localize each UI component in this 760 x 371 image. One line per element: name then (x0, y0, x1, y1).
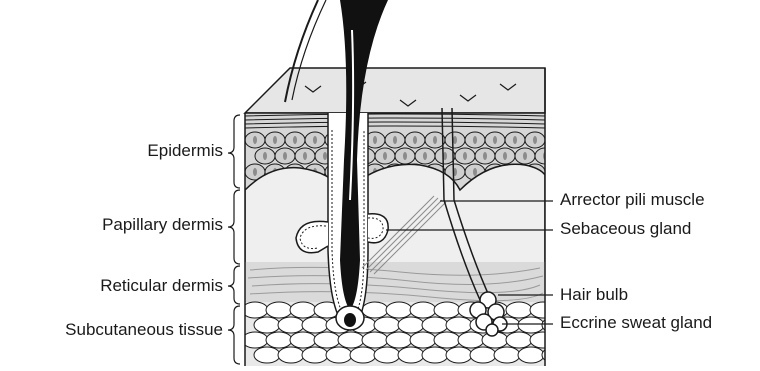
label-epidermis: Epidermis (147, 141, 223, 161)
fat-cell (422, 317, 448, 333)
fat-cell (494, 347, 520, 363)
cell-nucleus (533, 136, 537, 144)
fat-cell (278, 317, 304, 333)
fat-cell (302, 347, 328, 363)
fat-cell (254, 317, 280, 333)
fat-cell (290, 302, 316, 318)
cell-nucleus (473, 136, 477, 144)
cell-nucleus (513, 136, 517, 144)
fat-cell (446, 347, 472, 363)
fat-cell (398, 317, 424, 333)
cell-nucleus (273, 136, 277, 144)
label-papillary-dermis: Papillary dermis (102, 215, 223, 235)
fat-cell (446, 317, 472, 333)
cell-nucleus (303, 152, 307, 160)
layer-brackets (228, 115, 240, 364)
fat-cell (542, 347, 568, 363)
cell-nucleus (473, 168, 477, 176)
label-subcutaneous-tissue: Subcutaneous tissue (65, 320, 223, 340)
fat-cell (410, 332, 436, 348)
label-eccrine-sweat-gland: Eccrine sweat gland (560, 313, 712, 333)
fat-cell (350, 347, 376, 363)
label-reticular-dermis: Reticular dermis (100, 276, 223, 296)
fat-cell (266, 302, 292, 318)
bracket-epidermis (228, 115, 240, 188)
bracket-papillary (228, 190, 240, 264)
fat-cell (242, 302, 268, 318)
fat-cell (458, 332, 484, 348)
fat-cell (338, 332, 364, 348)
cell-nucleus (393, 136, 397, 144)
cell-nucleus (483, 152, 487, 160)
fat-cell (386, 302, 412, 318)
cell-nucleus (453, 136, 457, 144)
fat-cell (302, 317, 328, 333)
fat-cell (266, 332, 292, 348)
label-sebaceous-gland: Sebaceous gland (560, 219, 691, 239)
papillary-dermis-layer (245, 164, 545, 270)
fat-cell (422, 347, 448, 363)
fat-cell (374, 317, 400, 333)
fat-cell (314, 332, 340, 348)
cell-nucleus (323, 152, 327, 160)
cell-nucleus (283, 152, 287, 160)
cell-nucleus (523, 152, 527, 160)
fat-cell (530, 302, 556, 318)
label-arrector-pili-muscle: Arrector pili muscle (560, 190, 705, 210)
cell-nucleus (263, 152, 267, 160)
fat-cell (326, 347, 352, 363)
fat-cell (518, 347, 544, 363)
fat-cell (398, 347, 424, 363)
fat-cell (410, 302, 436, 318)
bracket-reticular (228, 266, 240, 304)
cell-nucleus (433, 136, 437, 144)
fat-cell (278, 347, 304, 363)
fat-cell (470, 347, 496, 363)
cell-nucleus (293, 136, 297, 144)
cell-nucleus (383, 152, 387, 160)
bracket-subcutaneous (228, 306, 240, 364)
fat-cell (518, 317, 544, 333)
fat-cell (242, 332, 268, 348)
fat-cell (506, 302, 532, 318)
fat-cell (362, 302, 388, 318)
fat-cell (506, 332, 532, 348)
fat-cell (386, 332, 412, 348)
fat-cell (434, 332, 460, 348)
cell-nucleus (313, 136, 317, 144)
skin-surface-top (245, 68, 545, 113)
cell-nucleus (253, 136, 257, 144)
cell-nucleus (403, 152, 407, 160)
cell-nucleus (253, 168, 257, 176)
fat-cell (434, 302, 460, 318)
fat-cell (530, 332, 556, 348)
fat-cell (362, 332, 388, 348)
cell-nucleus (373, 136, 377, 144)
label-hair-bulb: Hair bulb (560, 285, 628, 305)
cell-nucleus (503, 152, 507, 160)
cell-nucleus (423, 152, 427, 160)
fat-cell (290, 332, 316, 348)
fat-lobules (242, 302, 568, 363)
dermal-papilla (344, 313, 356, 327)
cell-nucleus (493, 136, 497, 144)
fat-cell (254, 347, 280, 363)
cell-nucleus (463, 152, 467, 160)
fat-cell (374, 347, 400, 363)
cell-nucleus (413, 136, 417, 144)
